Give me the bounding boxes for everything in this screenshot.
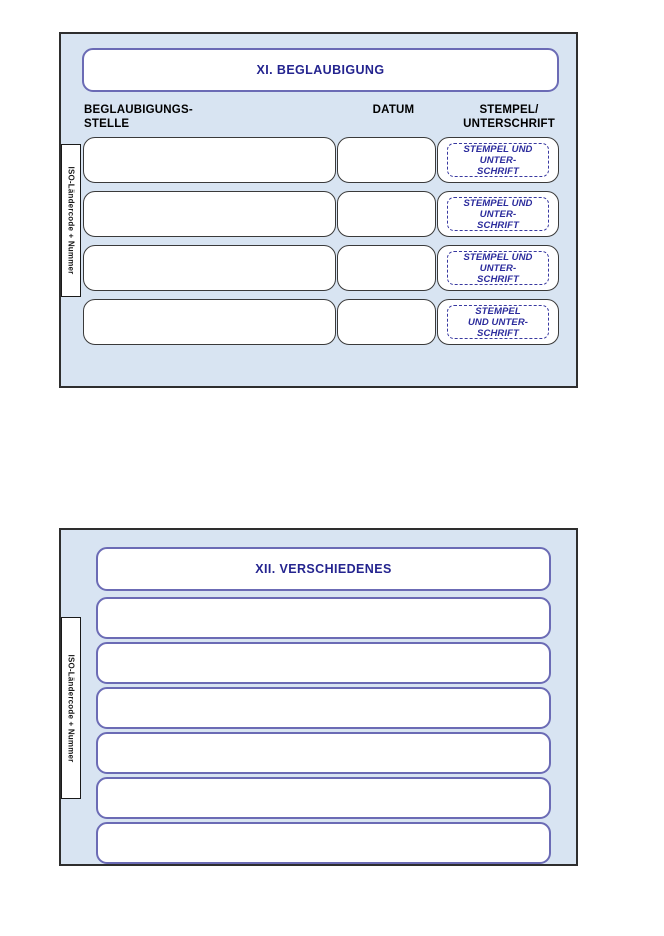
table-row-3-datum-field[interactable] — [337, 245, 436, 291]
column-header-line1: STEMPEL/ — [479, 104, 539, 116]
column-header-beglaubigungsstelle: BEGLAUBIGUNGS- STELLE — [84, 104, 304, 131]
side-tab-iso-code-beglaubigung: ISO-Ländercode + Nummer — [61, 144, 81, 297]
side-tab-label: ISO-Ländercode + Nummer — [66, 654, 76, 762]
column-header-datum: DATUM — [372, 104, 415, 116]
list-item-5[interactable] — [96, 777, 551, 819]
table-row-4-stelle-field[interactable] — [83, 299, 336, 345]
panel-verschiedenes-title-box: XII. VERSCHIEDENES — [96, 547, 551, 591]
table-row-1-stelle-field[interactable] — [83, 137, 336, 183]
page-title-beglaubigung: XI. BEGLAUBIGUNG — [256, 63, 385, 77]
table-row-4-datum-field[interactable] — [337, 299, 436, 345]
side-tab-iso-code-verschiedenes: ISO-Ländercode + Nummer — [61, 617, 81, 799]
column-header-line2: UNTERSCHRIFT — [463, 117, 555, 130]
table-row-2-datum-field[interactable] — [337, 191, 436, 237]
side-tab-label: ISO-Ländercode + Nummer — [66, 166, 76, 275]
list-item-2[interactable] — [96, 642, 551, 684]
list-item-6[interactable] — [96, 822, 551, 864]
table-row-1-datum-field[interactable] — [337, 137, 436, 183]
table-row-3-stelle-field[interactable] — [83, 245, 336, 291]
table-row-2-stelle-field[interactable] — [83, 191, 336, 237]
list-item-1[interactable] — [96, 597, 551, 639]
page-title-verschiedenes: XII. VERSCHIEDENES — [255, 562, 392, 576]
column-header-line1: BEGLAUBIGUNGS- — [84, 104, 193, 116]
list-item-4[interactable] — [96, 732, 551, 774]
column-header-stempel-unterschrift: STEMPEL/ UNTERSCHRIFT — [444, 104, 574, 131]
panel-beglaubigung: XI. BEGLAUBIGUNG ISO-Ländercode + Nummer… — [59, 32, 578, 388]
column-header-line2: STELLE — [84, 117, 130, 130]
panel-verschiedenes: XII. VERSCHIEDENES ISO-Ländercode + Numm… — [59, 528, 578, 866]
panel-beglaubigung-title-box: XI. BEGLAUBIGUNG — [82, 48, 559, 92]
list-item-3[interactable] — [96, 687, 551, 729]
